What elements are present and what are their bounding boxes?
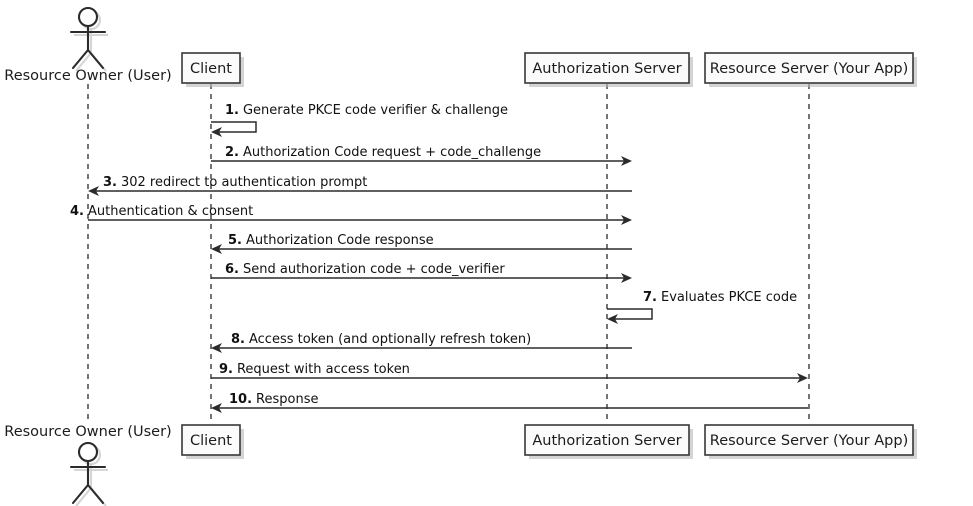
message-arrowhead-9	[797, 373, 808, 383]
actor-leg-left	[71, 483, 90, 505]
participants-bottom-layer: Resource Owner (User) Client Authorization…	[4, 424, 917, 506]
message-arrowhead-2	[621, 156, 632, 166]
message-text: Access token (and optionally refresh tok…	[249, 332, 531, 347]
message-number: 6.	[225, 262, 239, 277]
actor-body-shadow	[74, 464, 108, 506]
message-number: 10.	[229, 392, 252, 407]
message-text: Authorization Code response	[246, 233, 434, 248]
message-9[interactable]: 9. Request with access token	[211, 362, 808, 383]
message-text: Request with access token	[237, 362, 410, 377]
participant-box-resource-server-bottom[interactable]: Resource Server (Your App)	[704, 424, 917, 459]
message-4[interactable]: 4. Authentication & consent	[70, 204, 632, 225]
message-arrowhead-5	[211, 244, 222, 254]
actor-leg-right	[86, 483, 105, 505]
message-label-8: 8. Access token (and optionally refresh t…	[231, 332, 531, 347]
participant-box-rect[interactable]	[704, 424, 914, 456]
message-arrowhead-10	[211, 403, 222, 413]
message-text: Response	[256, 392, 318, 407]
message-label-4: 4. Authentication & consent	[70, 204, 253, 219]
message-number: 7.	[643, 290, 657, 305]
actor-resource-owner-bottom	[69, 441, 108, 506]
participant-box-client-top[interactable]: Client	[181, 52, 244, 87]
message-arrowhead-4	[621, 215, 632, 225]
actor-label-bottom-resource-owner: Resource Owner (User)	[4, 424, 171, 440]
message-number: 8.	[231, 332, 245, 347]
participant-box-rect[interactable]	[181, 52, 241, 84]
actor-head-icon	[77, 6, 99, 28]
participant-box-rect[interactable]	[181, 424, 241, 456]
actor-head-icon	[77, 441, 99, 463]
message-2[interactable]: 2. Authorization Code request + code_chal…	[211, 145, 632, 166]
message-text: Generate PKCE code verifier & challenge	[243, 103, 508, 118]
participants-top-layer: Resource Owner (User) Client Authorization…	[4, 6, 917, 87]
message-number: 3.	[103, 175, 117, 190]
message-label-5: 5. Authorization Code response	[228, 233, 434, 248]
lifelines-layer	[87, 84, 810, 424]
message-5[interactable]: 5. Authorization Code response	[211, 233, 632, 254]
message-10[interactable]: 10. Response	[211, 392, 808, 413]
message-6[interactable]: 6. Send authorization code + code_verifie…	[211, 262, 632, 283]
message-8[interactable]: 8. Access token (and optionally refresh t…	[211, 332, 632, 353]
message-arrowhead-6	[621, 273, 632, 283]
message-number: 9.	[219, 362, 233, 377]
participant-box-client-bottom[interactable]: Client	[181, 424, 244, 459]
actor-label-top-resource-owner: Resource Owner (User)	[4, 68, 171, 84]
message-number: 1.	[225, 103, 239, 118]
message-text: 302 redirect to authentication prompt	[121, 175, 367, 190]
message-number: 5.	[228, 233, 242, 248]
message-3[interactable]: 3. 302 redirect to authentication prompt	[88, 175, 632, 196]
actor-resource-owner-top	[69, 6, 108, 72]
message-number: 2.	[225, 145, 239, 160]
message-text: Authorization Code request + code_challe…	[243, 145, 541, 160]
message-label-10: 10. Response	[229, 392, 318, 407]
participant-label: Client	[190, 61, 232, 77]
actor-leg-left	[71, 48, 90, 70]
message-label-7: 7. Evaluates PKCE code	[643, 290, 797, 305]
participant-label: Authorization Server	[532, 61, 681, 77]
participant-box-authorization-server-top[interactable]: Authorization Server	[524, 52, 693, 87]
message-text: Authentication & consent	[88, 204, 253, 219]
message-label-9: 9. Request with access token	[219, 362, 410, 377]
message-arrowhead-1	[211, 127, 222, 137]
participant-label: Resource Server (Your App)	[710, 61, 908, 77]
message-arrowhead-8	[211, 343, 222, 353]
participant-box-rect[interactable]	[524, 424, 690, 456]
self-message-path-7	[607, 308, 653, 320]
actor-body-shadow	[74, 29, 108, 72]
self-message-path-1	[211, 121, 257, 133]
message-text: Send authorization code + code_verifier	[243, 262, 505, 277]
message-1[interactable]: 1. Generate PKCE code verifier & challeng…	[211, 103, 508, 137]
message-7[interactable]: 7. Evaluates PKCE code	[607, 290, 797, 324]
message-label-2: 2. Authorization Code request + code_chal…	[225, 145, 541, 160]
participant-label: Resource Server (Your App)	[710, 433, 908, 449]
participant-box-resource-server-top[interactable]: Resource Server (Your App)	[704, 52, 917, 87]
message-label-6: 6. Send authorization code + code_verifie…	[225, 262, 505, 277]
participant-label: Client	[190, 433, 232, 449]
message-label-1: 1. Generate PKCE code verifier & challeng…	[225, 103, 508, 118]
participant-box-rect[interactable]	[524, 52, 690, 84]
actor-leg-right	[86, 48, 105, 70]
message-arrowhead-3	[88, 186, 99, 196]
participant-box-authorization-server-bottom[interactable]: Authorization Server	[524, 424, 693, 459]
message-number: 4.	[70, 204, 84, 219]
message-label-3: 3. 302 redirect to authentication prompt	[103, 175, 367, 190]
message-text: Evaluates PKCE code	[661, 290, 797, 305]
participant-box-rect[interactable]	[704, 52, 914, 84]
messages-layer: 1. Generate PKCE code verifier & challeng…	[70, 103, 808, 413]
message-arrowhead-7	[607, 314, 618, 324]
participant-label: Authorization Server	[532, 433, 681, 449]
